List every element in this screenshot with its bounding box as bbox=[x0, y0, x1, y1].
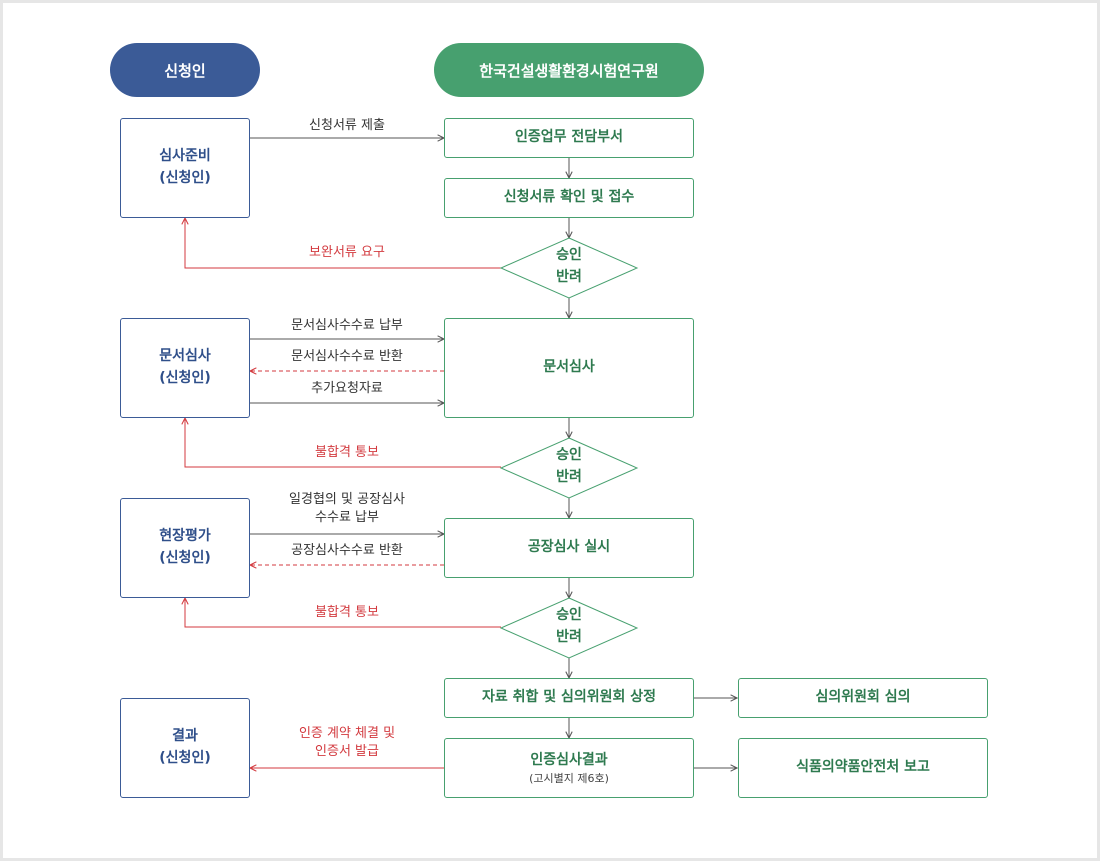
label-line: 수수료 납부 bbox=[315, 509, 379, 525]
decision-reject: 반려 bbox=[556, 628, 582, 645]
box-label: 자료 취합 및 심의위원회 상정 bbox=[481, 689, 657, 706]
box-subtitle: (신청인) bbox=[159, 750, 211, 766]
applicant-header-label: 신청인 bbox=[164, 61, 206, 80]
decision-approve: 승인 bbox=[556, 607, 582, 623]
label-factory-fee-refund: 공장심사수수료 반환 bbox=[291, 543, 403, 558]
decision-diamond-1 bbox=[499, 237, 639, 299]
label-schedule-fee: 일경협의 및 공장심사 수수료 납부 bbox=[289, 491, 405, 526]
process-result: 인증심사결과 (고시별지 제6호) bbox=[444, 738, 694, 798]
label-doc-fee-pay: 문서심사수수료 납부 bbox=[291, 318, 403, 333]
process-committee-submit: 자료 취합 및 심의위원회 상정 bbox=[444, 678, 694, 718]
box-title: 결과 bbox=[172, 728, 198, 745]
label-submit-docs: 신청서류 제출 bbox=[309, 118, 385, 133]
decision-reject: 반려 bbox=[556, 468, 582, 485]
box-label: 공장심사 실시 bbox=[527, 539, 611, 556]
process-doc-receipt: 신청서류 확인 및 접수 bbox=[444, 178, 694, 218]
decision-text-3: 승인 반려 bbox=[501, 605, 637, 648]
decision-approve: 승인 bbox=[556, 247, 582, 263]
label-fail-notice-1: 불합격 통보 bbox=[315, 445, 379, 460]
box-label: 인증업무 전담부서 bbox=[515, 129, 623, 146]
label-line: 인증 계약 체결 및 bbox=[298, 726, 396, 741]
institute-header: 한국건설생활환경시험연구원 bbox=[434, 43, 704, 97]
decision-diamond-3 bbox=[499, 597, 639, 659]
side-mfds-report: 식품의약품안전처 보고 bbox=[738, 738, 988, 798]
decision-reject: 반려 bbox=[556, 268, 582, 285]
box-title: 현장평가 bbox=[159, 528, 211, 545]
arrow-fail-notice-2 bbox=[185, 598, 501, 628]
arrow-request-supplement bbox=[185, 218, 501, 269]
box-subtitle: (신청인) bbox=[159, 170, 211, 186]
box-label: 문서심사 bbox=[543, 359, 595, 376]
applicant-box-preparation: 심사준비 (신청인) bbox=[120, 118, 250, 218]
decision-diamond-2 bbox=[499, 437, 639, 499]
applicant-header: 신청인 bbox=[110, 43, 260, 97]
box-title: 심사준비 bbox=[159, 148, 211, 165]
process-doc-review: 문서심사 bbox=[444, 318, 694, 418]
box-label: 신청서류 확인 및 접수 bbox=[503, 189, 635, 206]
process-cert-dept: 인증업무 전담부서 bbox=[444, 118, 694, 158]
box-subtitle: (신청인) bbox=[159, 370, 211, 386]
box-label: 식품의약품안전처 보고 bbox=[796, 759, 930, 776]
applicant-box-doc-review: 문서심사 (신청인) bbox=[120, 318, 250, 418]
label-additional-docs: 추가요청자료 bbox=[311, 381, 383, 396]
arrow-fail-notice-1 bbox=[185, 418, 501, 468]
box-label: 인증심사결과 bbox=[530, 752, 608, 768]
box-title: 문서심사 bbox=[159, 348, 211, 365]
label-line: 인증서 발급 bbox=[315, 743, 379, 759]
box-subtitle: (신청인) bbox=[159, 550, 211, 566]
decision-text-2: 승인 반려 bbox=[501, 445, 637, 488]
applicant-box-field-eval: 현장평가 (신청인) bbox=[120, 498, 250, 598]
institute-header-label: 한국건설생활환경시험연구원 bbox=[479, 61, 659, 80]
decision-text-1: 승인 반려 bbox=[501, 245, 637, 288]
label-request-supplement: 보완서류 요구 bbox=[309, 245, 385, 260]
label-line: 일경협의 및 공장심사 bbox=[289, 492, 405, 507]
applicant-box-result: 결과 (신청인) bbox=[120, 698, 250, 798]
label-doc-fee-refund: 문서심사수수료 반환 bbox=[291, 349, 403, 364]
label-contract-issue: 인증 계약 체결 및 인증서 발급 bbox=[299, 725, 395, 760]
process-factory-audit: 공장심사 실시 bbox=[444, 518, 694, 578]
side-committee-review: 심의위원회 심의 bbox=[738, 678, 988, 718]
label-fail-notice-2: 불합격 통보 bbox=[315, 605, 379, 620]
box-label: 심의위원회 심의 bbox=[815, 689, 911, 706]
box-sublabel: (고시별지 제6호) bbox=[529, 771, 609, 785]
decision-approve: 승인 bbox=[556, 447, 582, 463]
